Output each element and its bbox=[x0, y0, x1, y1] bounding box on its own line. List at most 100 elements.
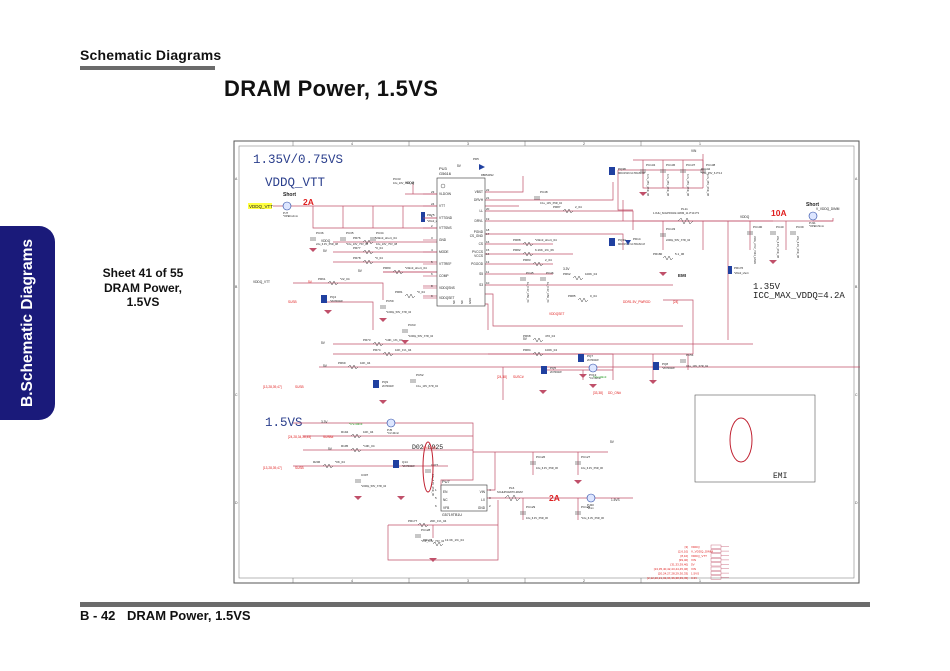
ic-pu3-ref: PU3 bbox=[439, 166, 448, 171]
net-label: VDDQ bbox=[405, 181, 415, 185]
jumper-value: *CV-40mil bbox=[589, 376, 601, 380]
resistor-value: *0_04 bbox=[417, 290, 425, 294]
capacitor-ref: PC36 bbox=[316, 231, 324, 235]
sheet-title-2: 1.5VS bbox=[126, 295, 160, 309]
side-tab[interactable] bbox=[0, 226, 55, 420]
capacitor-value: *47P_6.3V_Y5V_04 bbox=[421, 539, 445, 543]
capacitor-value: 4.7u_25V_X5R_08 bbox=[666, 174, 670, 196]
current-label-vddq: 10A bbox=[771, 208, 787, 218]
page-title: DRAM Power, 1.5VS bbox=[224, 76, 439, 101]
d02-note: D02 0925 bbox=[412, 444, 443, 451]
ground-icon bbox=[539, 390, 547, 394]
ic-pin-number: 2 bbox=[431, 224, 433, 228]
emi-box bbox=[694, 394, 816, 483]
capacitor-ref: PC35 bbox=[346, 231, 354, 235]
frame-row-label: B bbox=[235, 285, 238, 289]
ground-icon bbox=[574, 480, 582, 484]
section-header-title: Schematic Diagrams bbox=[80, 47, 222, 63]
capacitor-value: 2200p_50V_X7R_04 bbox=[666, 238, 691, 242]
resistor-symbol bbox=[562, 208, 574, 214]
net-label: VDDQ bbox=[321, 239, 331, 243]
capacitor-ref: C307 bbox=[361, 473, 369, 477]
schematic-frame-inner bbox=[238, 145, 855, 579]
ground-icon bbox=[309, 248, 317, 252]
mosfet-value: 2N7002W bbox=[382, 384, 394, 388]
capacitor-ref: PC40 bbox=[776, 225, 784, 229]
ic-pin-number: 17 bbox=[486, 232, 490, 236]
resistor-symbol bbox=[382, 351, 394, 357]
resistor-symbol bbox=[432, 541, 444, 547]
resistor-symbol bbox=[347, 364, 359, 370]
net-label: 3.3V bbox=[321, 420, 328, 424]
resistor-value: 2_04 bbox=[545, 258, 552, 262]
short-jumper-icon bbox=[421, 212, 425, 222]
resistor-ref: PR69 bbox=[338, 361, 346, 365]
net-label: 5V bbox=[323, 364, 328, 368]
capacitor-ref: PC128 bbox=[421, 528, 431, 532]
capacitor-value: 10u_6.3V_X5R_06 bbox=[431, 474, 435, 496]
resistor-value: *20mil_short_04 bbox=[427, 219, 446, 223]
resistor-value: *20mil_short bbox=[734, 271, 749, 275]
capacitor-ref: PC134 bbox=[646, 163, 656, 167]
ground-icon bbox=[397, 496, 405, 500]
jumper-ref: PV13 bbox=[589, 373, 597, 377]
sheet-title-1: DRAM Power, bbox=[103, 280, 182, 295]
net-label: DDR1.5V_PWRGD bbox=[623, 300, 651, 304]
inductor-value: SCHHP0420T0-2R2M bbox=[497, 490, 523, 494]
footer: B - 42 DRAM Power, 1.5VS bbox=[80, 608, 259, 623]
vddq-vtt-highlight bbox=[248, 203, 272, 209]
capacitor-value: 22u_6.3V_X5R_08 bbox=[776, 236, 780, 258]
ic-pin-number: 4 bbox=[431, 248, 433, 252]
resistor-symbol bbox=[572, 275, 584, 281]
resistor-symbol bbox=[372, 341, 384, 347]
net-label: [13,28,39,47] bbox=[263, 466, 282, 470]
frame-col-label: 4 bbox=[351, 142, 353, 146]
frame-col-label: 2 bbox=[583, 579, 585, 583]
frame-row-label: D bbox=[235, 501, 238, 505]
resistor-symbol bbox=[322, 463, 334, 469]
resistor-value: 10K_04 bbox=[363, 430, 374, 434]
resistor-ref: PR83 bbox=[523, 258, 531, 262]
resistor-value: 10K_1%_04 bbox=[395, 348, 412, 352]
resistor-symbol bbox=[350, 433, 362, 439]
ic-pin-name: PGND bbox=[474, 230, 484, 234]
resistor-symbol bbox=[392, 269, 404, 275]
mosfet-ref: PQ7 bbox=[587, 354, 593, 358]
net-label: [24] bbox=[673, 300, 678, 304]
wire bbox=[485, 176, 524, 193]
ic-pin-name: COMP bbox=[439, 274, 449, 278]
ic-pin-name: NC bbox=[452, 300, 456, 304]
net-table: [3]VDDQ[2,6,10]V_VDDQ_DIMM[8,10]VDDQ_VTT… bbox=[647, 544, 729, 580]
net-table-port-icon bbox=[710, 562, 722, 567]
capacitor-value: *1000p_50V_X7R_04 bbox=[386, 310, 412, 314]
resistor-ref: PR74 bbox=[373, 348, 381, 352]
net-label: [13,28,39,47] bbox=[263, 385, 282, 389]
jumper-icon bbox=[808, 211, 818, 221]
ic-pin-name: GND bbox=[439, 238, 447, 242]
net-label: VIN bbox=[691, 149, 697, 153]
frame-col-label: 4 bbox=[351, 579, 353, 583]
net-label: DD_ON# bbox=[608, 391, 621, 395]
ic-pin-name: VCCS bbox=[474, 254, 483, 258]
resistor-ref: PR78 bbox=[353, 256, 361, 260]
capacitor-ref: PC52 bbox=[416, 373, 424, 377]
side-tab-label: B.Schematic Diagrams bbox=[19, 239, 36, 407]
capacitor-ref: PC100 bbox=[753, 225, 763, 229]
resistor-ref: PR82 bbox=[513, 248, 521, 252]
mosfet-value: 2N7002W bbox=[550, 370, 562, 374]
mosfet-value: *2N7002W bbox=[330, 299, 343, 303]
ic-pin-number: 3 bbox=[489, 496, 491, 500]
ic-pu3-body bbox=[436, 177, 486, 307]
resistor-value: 100K_04 bbox=[585, 272, 597, 276]
ic-pin-number: 4 bbox=[489, 488, 491, 492]
capacitor-ref: PC34 bbox=[376, 231, 384, 235]
ic-pin-name: CS bbox=[479, 242, 483, 246]
capacitor-value: 0.1u_10V_X5R_04 bbox=[540, 201, 562, 205]
mosfet-icon bbox=[373, 380, 379, 388]
resistor-ref: PR178 bbox=[423, 538, 433, 542]
inductor-ref: PL11 bbox=[681, 207, 688, 211]
resistor-ref: PR77 bbox=[353, 246, 361, 250]
jumper-icon bbox=[282, 201, 292, 211]
mosfet-icon bbox=[321, 295, 327, 303]
wire bbox=[293, 282, 384, 300]
